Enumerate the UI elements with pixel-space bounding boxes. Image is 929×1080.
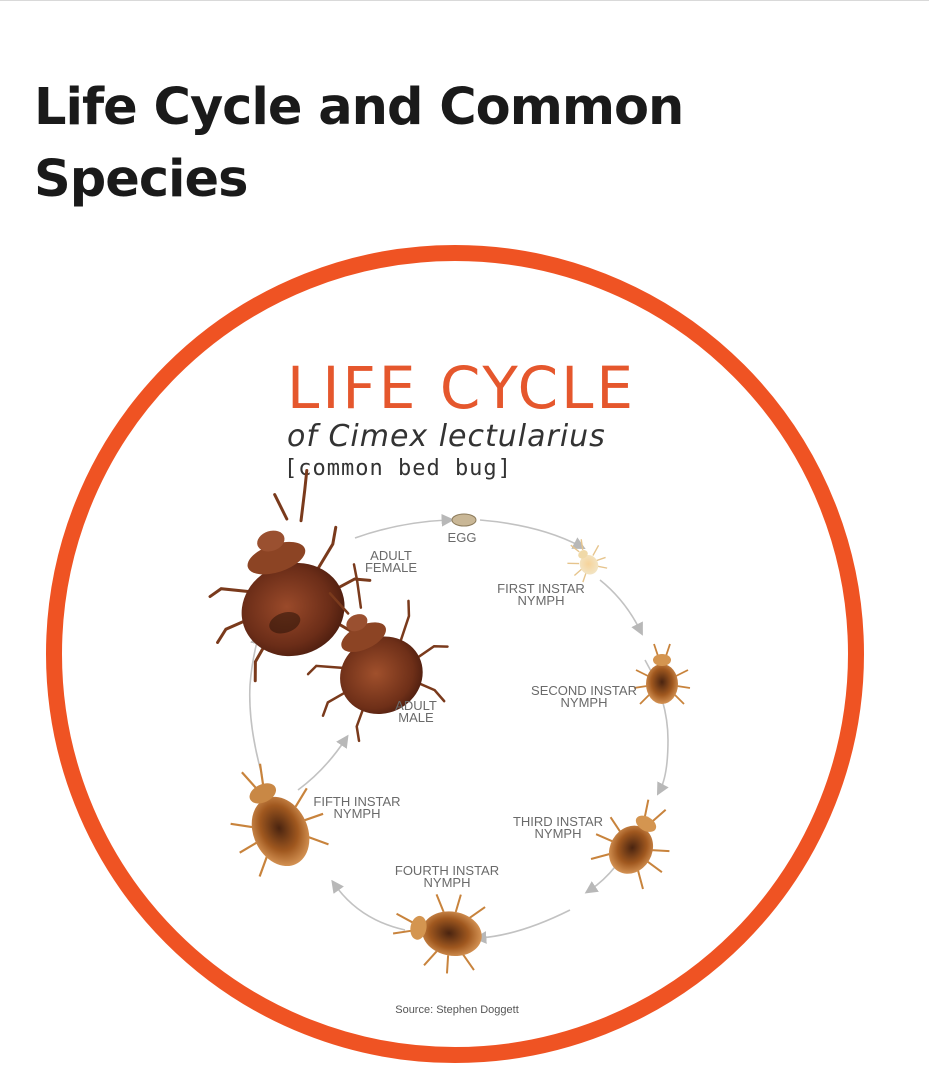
life-cycle-diagram: LIFE CYCLE of Cimex lectularius [common … <box>0 230 929 1080</box>
diagram-subtitle: of Cimex lectularius <box>287 419 606 454</box>
diagram-title: LIFE CYCLE <box>287 354 636 422</box>
top-divider <box>0 0 929 1</box>
life-cycle-figure: LIFE CYCLE of Cimex lectularius [common … <box>0 230 929 1080</box>
egg-icon <box>452 514 476 526</box>
stage-label-line: NYMPH <box>424 875 471 890</box>
source-credit: Source: Stephen Doggett <box>395 1004 519 1016</box>
stage-label-line: NYMPH <box>334 806 381 821</box>
stage-label-line: NYMPH <box>561 695 608 710</box>
stage-label-line: MALE <box>398 710 434 725</box>
page-title: Life Cycle and Common Species <box>34 72 754 216</box>
stage-label-line: EGG <box>448 530 477 545</box>
diagram-subtitle-common-name: [common bed bug] <box>284 456 512 481</box>
stage-label-line: FEMALE <box>365 560 417 575</box>
stage-label-egg: EGG <box>448 530 477 545</box>
stage-label-line: NYMPH <box>535 826 582 841</box>
stage-label-line: NYMPH <box>518 593 565 608</box>
